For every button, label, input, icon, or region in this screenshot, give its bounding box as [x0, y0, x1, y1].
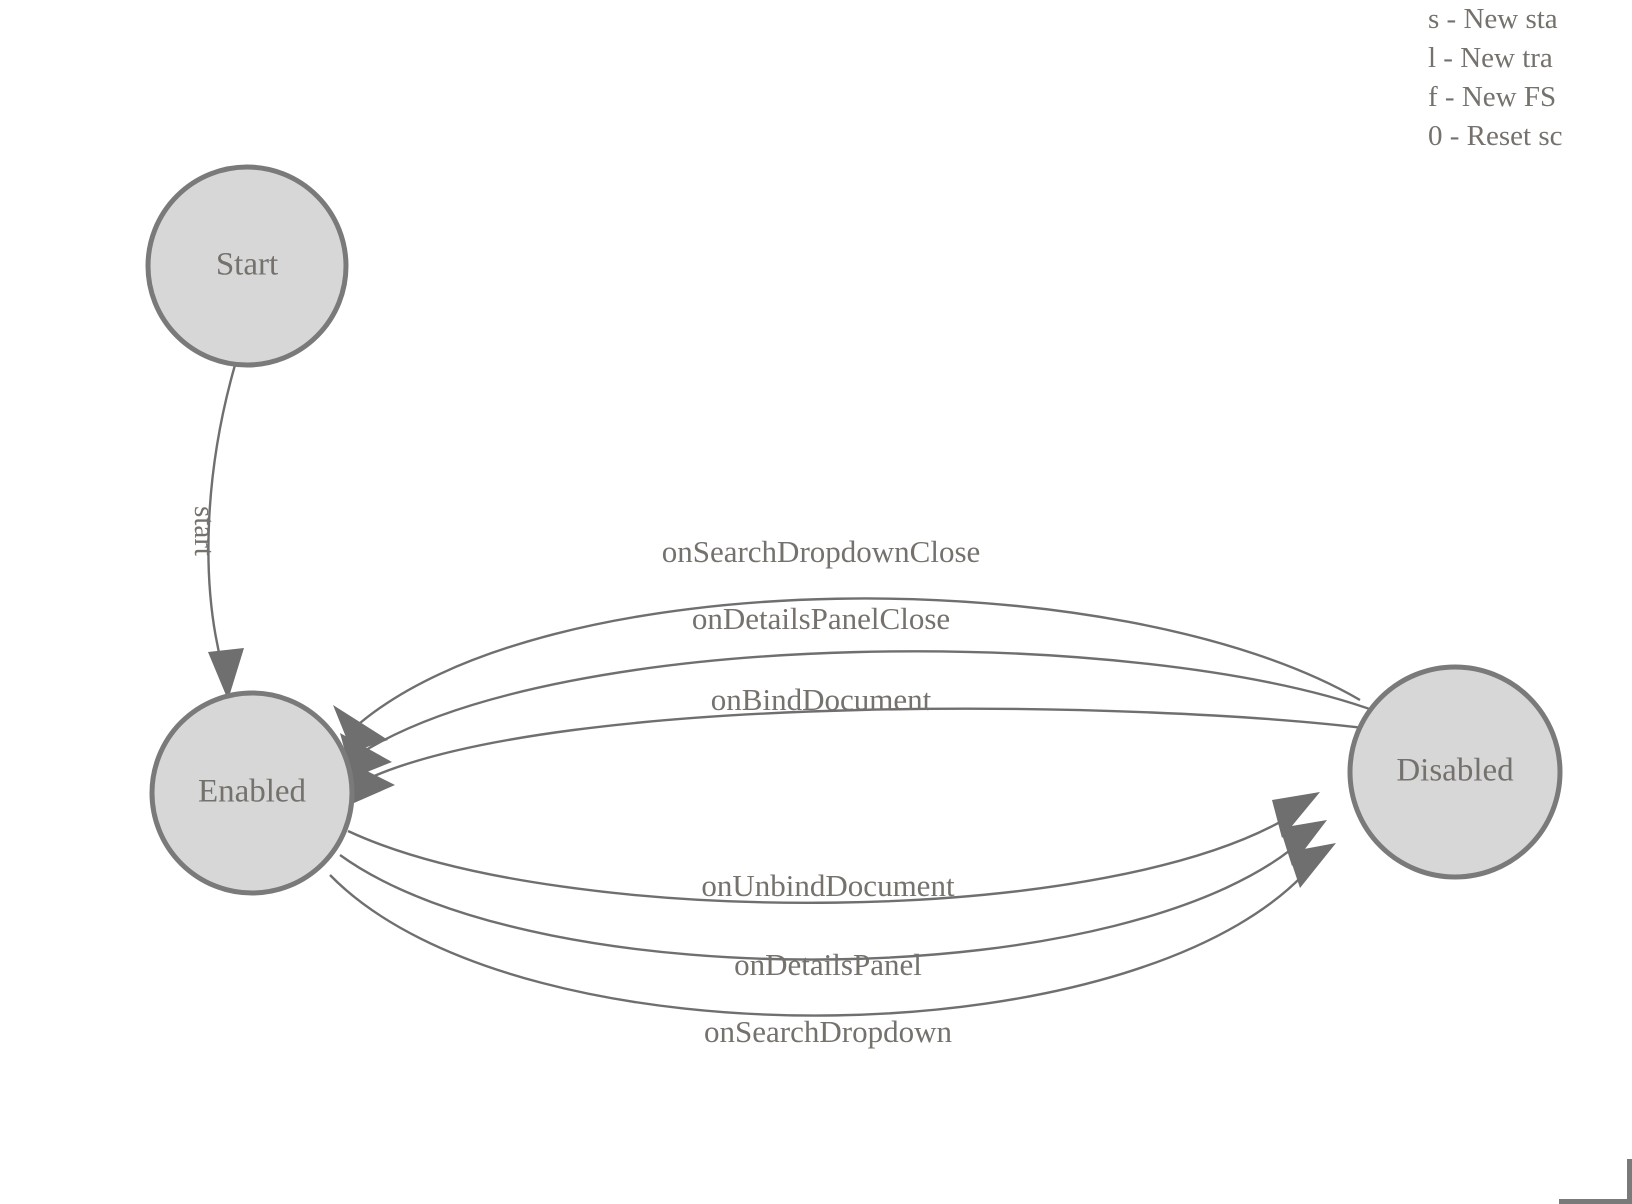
transition-enabled-to-disabled-searchdropdown[interactable]: onSearchDropdown — [329, 843, 1336, 1049]
edge-label-start: start — [188, 506, 220, 556]
transition-enabled-to-disabled-unbinddocument[interactable]: onUnbindDocument — [347, 792, 1320, 904]
state-node-start[interactable]: Start — [145, 164, 349, 368]
arrowhead-onbinddocument — [345, 760, 395, 803]
state-circle-start — [145, 164, 349, 368]
edge-path-onsearchdropdown — [329, 857, 1319, 1017]
resize-corner-handle[interactable] — [1559, 1159, 1632, 1204]
arrowhead-onunbinddocument — [1272, 792, 1320, 838]
state-label-disabled: Disabled — [1396, 753, 1514, 789]
arrowhead-onsearchdropdownclose — [333, 705, 388, 752]
edge-label-ondetailspanelclose: onDetailsPanelClose — [692, 601, 950, 636]
edge-path-ondetailspanelclose — [357, 650, 1379, 757]
arrowhead-onsearchdropdown — [1288, 843, 1336, 888]
edge-path-onsearchdropdownclose — [351, 597, 1361, 731]
state-label-start: Start — [216, 247, 278, 283]
state-node-disabled[interactable]: Disabled — [1347, 664, 1563, 880]
state-circle-disabled — [1347, 664, 1563, 880]
edge-label-ondetailspanel: onDetailsPanel — [734, 947, 922, 982]
transition-start-to-enabled[interactable]: start — [188, 364, 244, 700]
edge-label-onunbinddocument: onUnbindDocument — [701, 868, 955, 903]
transition-disabled-to-enabled-detailspanelclose[interactable]: onDetailsPanelClose — [340, 601, 1379, 778]
transition-disabled-to-enabled-binddocument[interactable]: onBindDocument — [345, 682, 1381, 803]
state-circle-enabled — [149, 690, 355, 896]
state-label-enabled: Enabled — [198, 774, 307, 810]
edge-path-onbinddocument — [364, 707, 1381, 782]
edge-label-onsearchdropdownclose: onSearchDropdownClose — [662, 534, 981, 569]
edge-label-onsearchdropdown: onSearchDropdown — [704, 1014, 952, 1049]
edge-path-onunbinddocument — [347, 809, 1301, 904]
edge-label-onbinddocument: onBindDocument — [711, 682, 932, 717]
state-node-enabled[interactable]: Enabled — [149, 690, 355, 896]
edge-path-ondetailspanel — [339, 834, 1309, 961]
transition-disabled-to-enabled-searchdropdownclose[interactable]: onSearchDropdownClose — [333, 534, 1361, 752]
edge-path-start-enabled — [207, 364, 237, 666]
arrowhead-start-enabled — [208, 648, 244, 700]
